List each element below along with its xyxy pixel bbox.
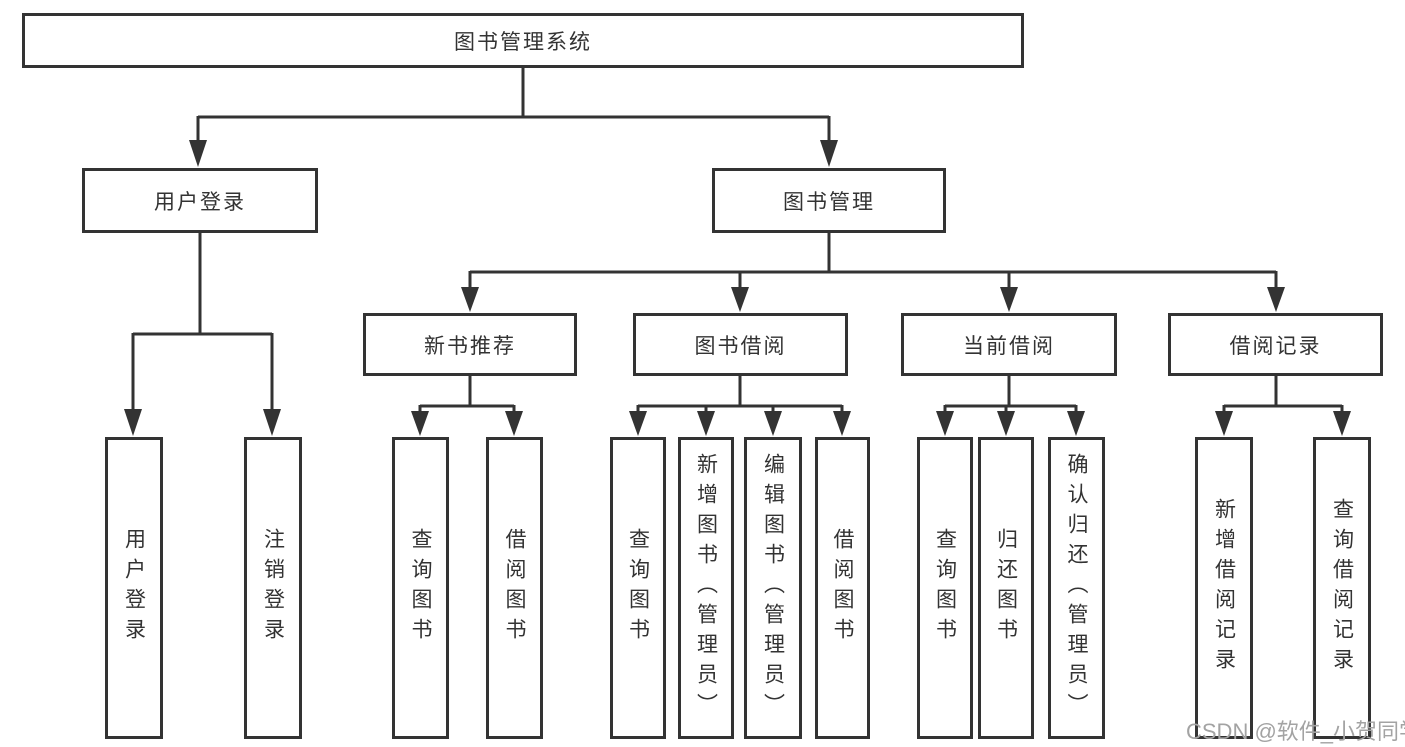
node-label: 用户登录 <box>154 190 246 214</box>
leaf-borrow-books-recommend: 借阅图书 <box>486 437 543 739</box>
leaf-user-login: 用户登录 <box>105 437 163 739</box>
node-book-borrow: 图书借阅 <box>633 313 848 376</box>
leaf-label: 查询图书 <box>409 528 432 648</box>
leaf-label: 归还图书 <box>994 528 1018 648</box>
leaf-edit-book-admin: 编辑图书（管理员） <box>744 437 802 739</box>
leaf-query-books-current: 查询图书 <box>917 437 973 739</box>
node-current-borrow: 当前借阅 <box>901 313 1117 376</box>
node-label: 新书推荐 <box>424 334 516 358</box>
node-new-book-recommend: 新书推荐 <box>363 313 577 376</box>
leaf-query-books-recommend: 查询图书 <box>392 437 449 739</box>
leaf-return-book: 归还图书 <box>978 437 1034 739</box>
leaf-label: 用户登录 <box>122 528 146 648</box>
node-label: 借阅记录 <box>1229 334 1322 358</box>
leaf-add-book-admin: 新增图书（管理员） <box>678 437 734 739</box>
leaf-label: 查询图书 <box>933 528 957 648</box>
leaf-query-books-borrow: 查询图书 <box>610 437 666 739</box>
leaf-label: 确认归还（管理员） <box>1065 453 1088 723</box>
node-borrow-records: 借阅记录 <box>1168 313 1383 376</box>
node-book-management: 图书管理 <box>712 168 946 233</box>
node-label: 图书管理系统 <box>454 30 592 54</box>
leaf-label: 新增借阅记录 <box>1212 498 1236 678</box>
arrowhead-icons <box>124 140 1351 436</box>
leaf-label: 注销登录 <box>261 528 285 648</box>
node-label: 图书管理 <box>783 190 875 214</box>
node-library-system: 图书管理系统 <box>22 13 1024 68</box>
leaf-label: 查询借阅记录 <box>1330 498 1354 678</box>
csdn-watermark: CSDN @软件_小贺同学 <box>1186 719 1405 744</box>
node-label: 当前借阅 <box>963 334 1055 358</box>
leaf-query-borrow-record: 查询借阅记录 <box>1313 437 1371 739</box>
node-user-login: 用户登录 <box>82 168 318 233</box>
leaf-label: 编辑图书（管理员） <box>761 453 785 723</box>
leaf-label: 新增图书（管理员） <box>694 453 718 723</box>
leaf-borrow-books: 借阅图书 <box>815 437 870 739</box>
leaf-add-borrow-record: 新增借阅记录 <box>1195 437 1253 739</box>
leaf-label: 查询图书 <box>626 528 650 648</box>
leaf-confirm-return-admin: 确认归还（管理员） <box>1048 437 1105 739</box>
leaf-logout: 注销登录 <box>244 437 302 739</box>
leaf-label: 借阅图书 <box>831 528 854 648</box>
leaf-label: 借阅图书 <box>503 528 526 648</box>
node-label: 图书借阅 <box>694 334 787 358</box>
